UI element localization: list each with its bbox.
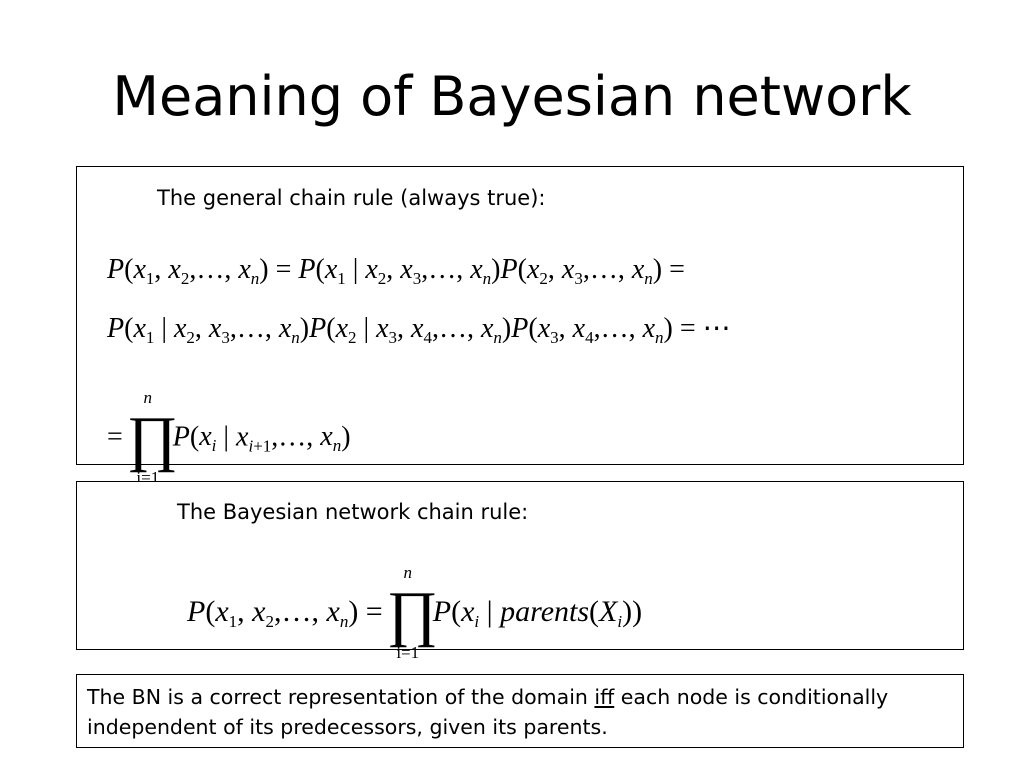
note-iff-emphasis: iff — [594, 685, 615, 709]
bn-chain-rule-box: The Bayesian network chain rule: P(x1, x… — [76, 481, 964, 662]
general-chain-rule-line-1: P(x1, x2,…, xn) = P(x1 | x2, x3,…, xn)P(… — [107, 254, 685, 288]
product-operator: n∏i=1 — [126, 388, 178, 487]
bn-correctness-note: The BN is a correct representation of th… — [87, 682, 947, 742]
product-operator: n∏i=1 — [386, 563, 438, 662]
bn-chain-rule-caption: The Bayesian network chain rule: — [177, 500, 529, 524]
general-chain-rule-caption: The general chain rule (always true): — [157, 186, 546, 210]
general-chain-rule-box: The general chain rule (always true): P(… — [76, 166, 964, 487]
slide-title: Meaning of Bayesian network — [112, 65, 912, 128]
general-chain-rule-line-2: P(x1 | x2, x3,…, xn)P(x2 | x3, x4,…, xn)… — [107, 313, 731, 347]
note-text-start: The BN is a correct representation of th… — [87, 685, 595, 709]
bn-correctness-note-box: The BN is a correct representation of th… — [76, 674, 964, 748]
note-text-end: each node is conditionally independent o… — [87, 685, 889, 739]
